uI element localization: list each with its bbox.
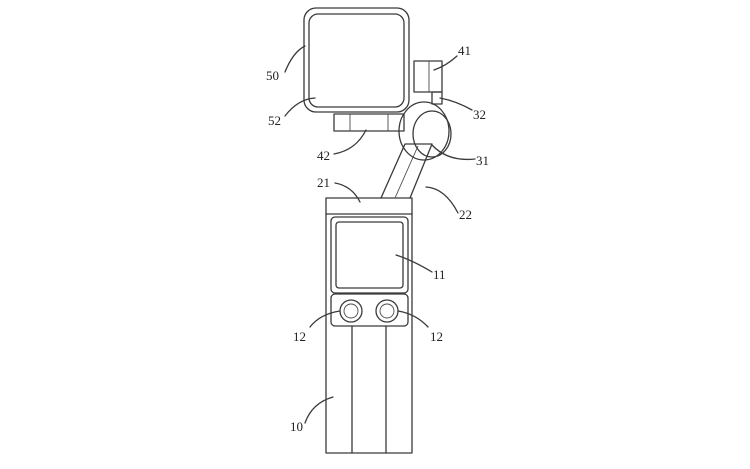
label-41: 41 — [458, 43, 471, 58]
vertical-arm-41 — [413, 60, 443, 105]
label-22: 22 — [459, 207, 472, 222]
leader-lines — [284, 45, 476, 424]
button-right — [375, 299, 399, 323]
camera-mount-42 — [333, 113, 405, 132]
button-panel — [330, 293, 409, 327]
label-12-left: 12 — [293, 329, 306, 344]
label-42: 42 — [317, 148, 330, 163]
label-12-right: 12 — [430, 329, 443, 344]
pan-arm — [380, 143, 433, 199]
handle-body — [325, 213, 413, 454]
label-10: 10 — [290, 419, 303, 434]
camera-50 — [303, 7, 410, 113]
button-left — [339, 299, 363, 323]
motor-31 — [398, 101, 452, 161]
reference-labels: 50 52 41 32 42 31 21 22 11 12 12 10 — [266, 43, 489, 434]
label-31: 31 — [476, 153, 489, 168]
label-32: 32 — [473, 107, 486, 122]
label-50: 50 — [266, 68, 279, 83]
handle-top — [325, 197, 413, 215]
label-52: 52 — [268, 113, 281, 128]
label-21: 21 — [317, 175, 330, 190]
label-11: 11 — [433, 267, 446, 282]
screen-panel — [330, 216, 409, 294]
